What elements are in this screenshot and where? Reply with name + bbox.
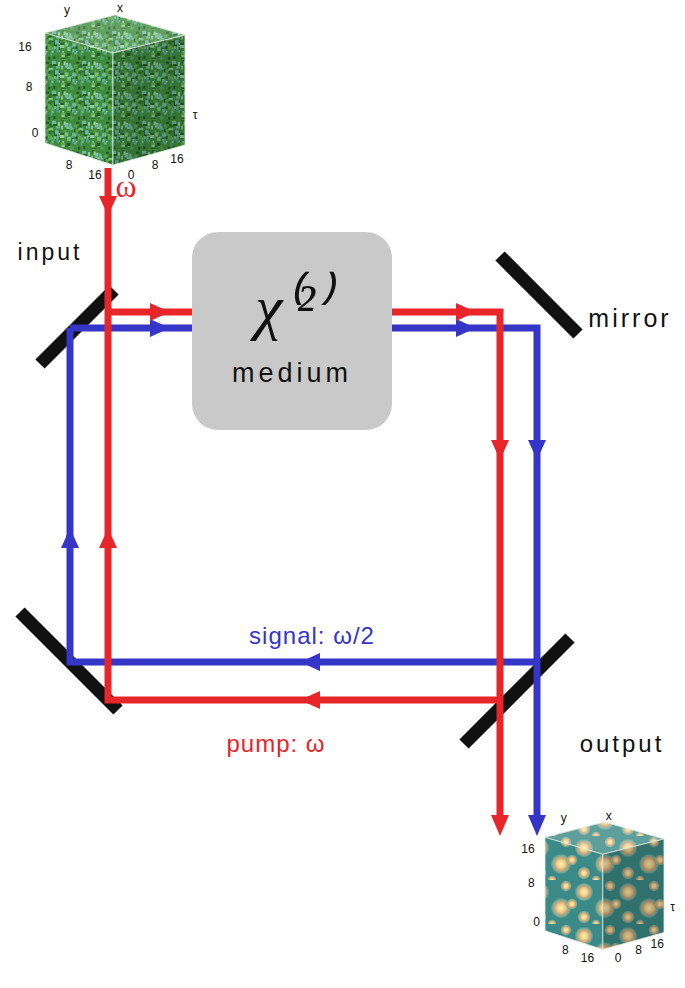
cube-face [113, 35, 185, 165]
cube-face [45, 33, 113, 165]
axis-label: 8 [66, 158, 73, 172]
label-holder: 16 [170, 153, 183, 165]
arrowhead [528, 815, 546, 836]
cube-face [545, 837, 603, 949]
axis-label: 16 [88, 168, 101, 182]
label-holder: τ [670, 901, 675, 913]
label-holder: 16 [18, 41, 31, 53]
label-holder: ω [115, 170, 136, 202]
cube-shade [113, 35, 185, 165]
medium-box: χ⁽²⁾ medium [192, 232, 392, 430]
axis-label: 8 [26, 80, 33, 94]
signal-beam [70, 328, 537, 662]
axis-label: 8 [635, 943, 642, 957]
label-holder: y [64, 4, 70, 16]
axis-label: 8 [562, 943, 569, 957]
label-holder: 16 [88, 169, 101, 181]
arrowhead [150, 303, 170, 321]
arrowhead [300, 653, 320, 671]
pump-beam [108, 168, 500, 700]
axis-label: τ [670, 900, 675, 914]
arrowhead [491, 815, 509, 836]
arrowhead [150, 319, 170, 337]
beam-label: mirror [588, 304, 671, 332]
pump-arrowheads [99, 196, 509, 836]
label-holder: x [117, 2, 123, 14]
medium-symbol: χ⁽²⁾ [255, 273, 329, 341]
cube-figures [45, 15, 664, 950]
axis-label: x [117, 1, 123, 15]
label-holder: 8 [26, 81, 33, 93]
label-holder: 16 [521, 843, 534, 855]
axis-label: 16 [18, 40, 31, 54]
beam-label: signal: ω/2 [249, 622, 375, 649]
axis-label: 0 [533, 915, 540, 929]
data-cube [545, 822, 664, 950]
arrowhead [456, 303, 476, 321]
label-holder: 8 [66, 159, 73, 171]
axis-label: 8 [528, 876, 535, 890]
arrowhead [491, 440, 509, 460]
axis-label: 16 [581, 951, 594, 965]
axis-label: 16 [521, 842, 534, 856]
medium-name: medium [232, 359, 352, 389]
cube-shade [45, 33, 113, 165]
beam-label: output [580, 730, 665, 757]
beam-label: ω [115, 168, 136, 204]
arrowhead [61, 528, 79, 548]
arrowhead [99, 196, 117, 216]
label-holder: output [580, 732, 665, 756]
label-holder: pump: ω [226, 732, 325, 756]
label-holder: 0 [533, 916, 540, 928]
label-holder: x [606, 810, 612, 822]
pump-beam [108, 168, 500, 818]
label-holder: y [561, 812, 567, 824]
arrowhead [528, 440, 546, 460]
label-holder: 8 [152, 159, 159, 171]
label-holder: 8 [528, 877, 535, 889]
axis-label: y [64, 3, 70, 17]
mirror [464, 638, 570, 744]
label-holder: 8 [562, 944, 569, 956]
cube-shade [545, 837, 603, 949]
beam-label: pump: ω [226, 730, 325, 757]
arrowhead [300, 691, 320, 709]
cube-face [603, 839, 664, 950]
arrowhead [99, 528, 117, 548]
data-cube [45, 15, 185, 165]
label-holder: input [18, 241, 83, 264]
label-holder: signal: ω/2 [249, 624, 375, 648]
label-holder: τ [193, 109, 198, 121]
axis-label: 0 [32, 126, 39, 140]
axis-label: 0 [615, 951, 622, 965]
label-holder: 16 [581, 952, 594, 964]
axis-label: 8 [152, 158, 159, 172]
mirror [500, 256, 578, 334]
label-holder: 8 [635, 944, 642, 956]
beam-label: input [18, 239, 83, 265]
label-holder: mirror [588, 306, 671, 331]
axis-label: y [561, 811, 567, 825]
label-holder: 0 [615, 952, 622, 964]
cube-shade [603, 839, 664, 950]
label-holder: 0 [32, 127, 39, 139]
label-holder: 16 [651, 938, 664, 950]
axis-label: 16 [170, 152, 183, 166]
axis-label: x [606, 809, 612, 823]
axis-label: τ [193, 108, 198, 122]
pump-beam [108, 312, 500, 818]
axis-label: 16 [651, 937, 664, 951]
arrowhead [456, 319, 476, 337]
